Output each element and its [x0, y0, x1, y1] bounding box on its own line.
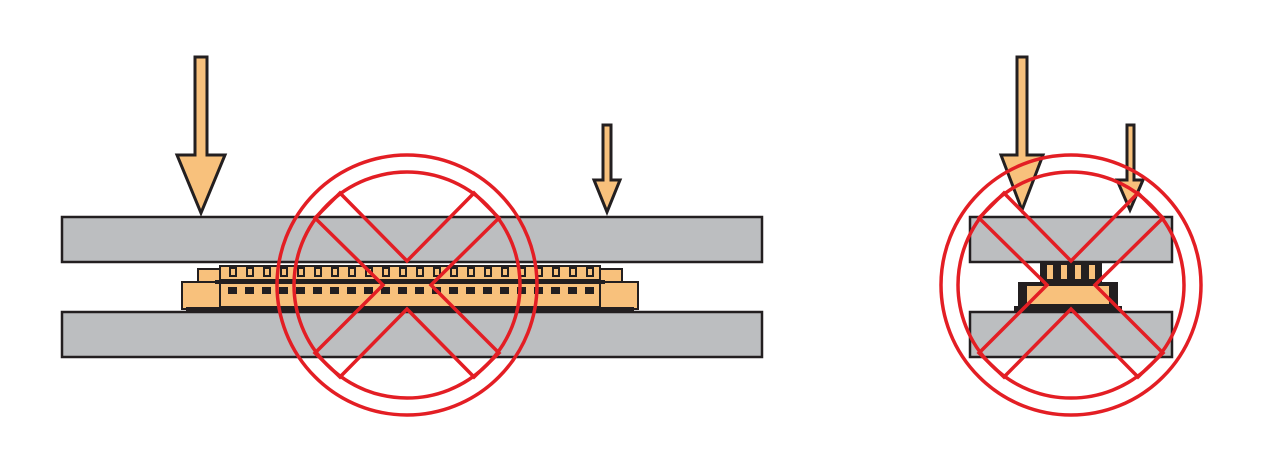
contact-pin: [585, 287, 594, 294]
contact-tab: [450, 267, 458, 277]
contact-pin: [449, 287, 458, 294]
contact-pin: [483, 287, 492, 294]
contact-pin: [381, 287, 390, 294]
connector-end-upper: [1040, 262, 1102, 282]
contact-tab: [348, 267, 356, 277]
connector-end-solder: [1014, 306, 1122, 312]
contact-tab: [280, 267, 288, 277]
board-to-board-connector-end: [1014, 262, 1122, 312]
bottom-board: [60, 310, 764, 359]
contact-tab: [314, 267, 322, 277]
contact-pin: [551, 287, 560, 294]
contact-pin: [568, 287, 577, 294]
contact-tab: [246, 267, 254, 277]
contact-tab: [416, 267, 424, 277]
contact-tab: [263, 267, 271, 277]
contact-pin: [347, 287, 356, 294]
board-to-board-connector: [181, 265, 639, 311]
contact-pin: [313, 287, 322, 294]
contact-tab: [501, 267, 509, 277]
contact-tab: [569, 267, 577, 277]
connector-end-body: [1025, 284, 1111, 306]
contact-tab: [433, 267, 441, 277]
bottom-board-end: [968, 310, 1174, 359]
contact-pin: [1073, 263, 1083, 281]
contact-pin: [500, 287, 509, 294]
contact-tab: [586, 267, 594, 277]
contact-tab: [552, 267, 560, 277]
contact-tab: [399, 267, 407, 277]
large-force-arrow-end: [998, 55, 1046, 215]
contact-pin: [228, 287, 237, 294]
contact-pin: [279, 287, 288, 294]
contact-pin: [245, 287, 254, 294]
contact-pins: [228, 267, 594, 294]
connector-end-left: [181, 281, 221, 310]
contact-pin: [1059, 263, 1069, 281]
contact-pin: [466, 287, 475, 294]
prohibited-circle-x-icon-end: [939, 153, 1203, 417]
contact-tab: [229, 267, 237, 277]
contact-pin: [330, 287, 339, 294]
connector-end-right: [599, 281, 639, 310]
solder-strip: [186, 307, 634, 311]
panel-end-view: [939, 55, 1203, 417]
small-force-arrow: [591, 123, 623, 216]
contact-tab: [467, 267, 475, 277]
large-force-arrow: [174, 55, 228, 217]
panel-side-view: [60, 55, 764, 417]
contact-pin: [262, 287, 271, 294]
contact-tab: [297, 267, 305, 277]
top-board-end: [968, 215, 1174, 264]
contact-tab: [331, 267, 339, 277]
contact-pin: [398, 287, 407, 294]
contact-tab: [484, 267, 492, 277]
contact-pin: [415, 287, 424, 294]
contact-pin: [1045, 263, 1055, 281]
contact-tab: [382, 267, 390, 277]
contact-strip: [215, 280, 605, 284]
prohibited-circle-x-icon: [275, 153, 539, 417]
contact-pin: [1087, 263, 1097, 281]
contact-pin: [296, 287, 305, 294]
contact-pin: [364, 287, 373, 294]
